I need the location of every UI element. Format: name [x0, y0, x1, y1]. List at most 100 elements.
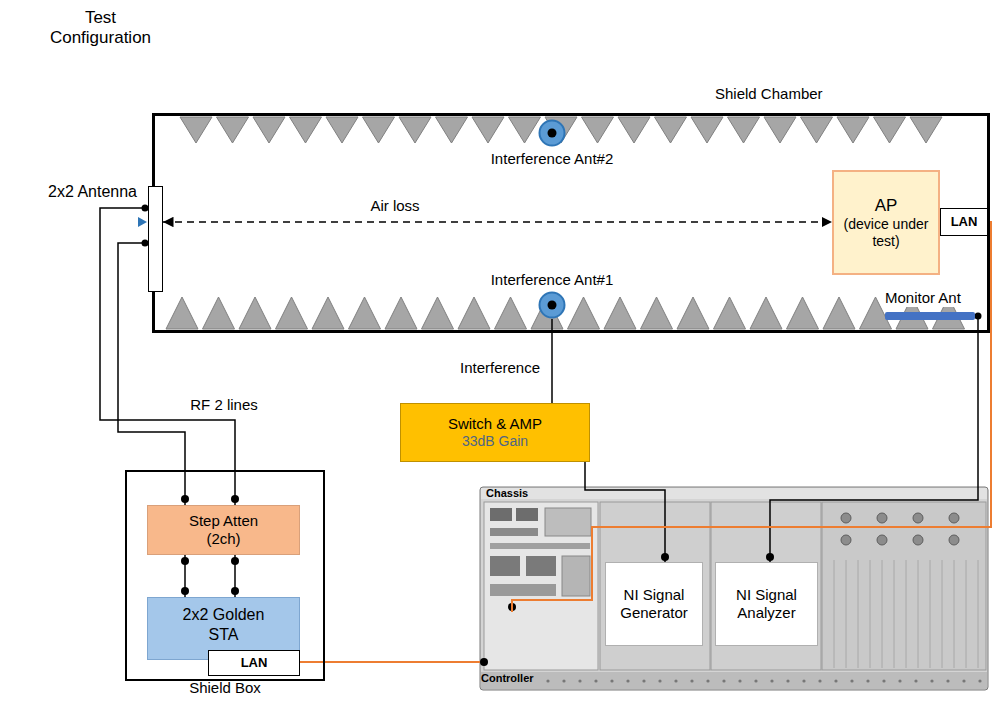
absorber-cone: [604, 297, 636, 329]
slot-line: [906, 560, 907, 668]
vent-dot: [930, 679, 933, 682]
node-label: NI Signal Analyzer: [722, 586, 812, 622]
vent-dot: [850, 679, 853, 682]
connector: [100, 208, 235, 505]
rf-connector: [877, 535, 887, 545]
antenna-feed: [548, 129, 557, 138]
signal-analyzer: NI Signal Analyzer: [715, 562, 818, 646]
vent-dot: [546, 679, 549, 682]
node-label: 2x2 Antenna: [48, 182, 137, 201]
vent-dot: [562, 679, 565, 682]
vent-dot: [770, 679, 773, 682]
node-label: 33dB Gain: [462, 433, 528, 450]
absorber-cone: [385, 297, 417, 329]
absorber-cone: [641, 297, 673, 329]
shield-box: Shield BoxStep Atten (2ch)2x2 Golden STA…: [125, 470, 325, 681]
rf-connector: [877, 513, 887, 523]
vent-dot: [898, 679, 901, 682]
node-label: LAN: [951, 214, 978, 230]
rf-connector: [841, 513, 851, 523]
vent-dot: [626, 679, 629, 682]
connector: [184, 555, 186, 597]
slot-line: [846, 560, 847, 668]
rf-connector: [949, 535, 959, 545]
port: [490, 528, 538, 536]
absorber-cone: [363, 117, 395, 143]
absorber-cone: [677, 297, 709, 329]
antenna-ring: [540, 121, 565, 146]
node-label: Shield Box: [189, 680, 261, 697]
node-label: Monitor Ant: [883, 289, 963, 307]
absorber-cone: [349, 297, 381, 329]
absorber-cone: [714, 297, 746, 329]
node-label: (device under test): [840, 216, 932, 250]
connector: [234, 555, 236, 597]
absorber-cone: [910, 117, 942, 143]
slot-line: [834, 560, 835, 668]
chassis-body: [480, 487, 988, 690]
controller-slot: [484, 502, 598, 670]
node-label: Chassis: [486, 487, 528, 500]
antenna-symbol: [538, 119, 566, 147]
vent-dot: [578, 679, 581, 682]
absorber-cone: [750, 297, 782, 329]
node-label: Shield Chamber: [715, 85, 823, 103]
diagram-title: Test Configuration: [43, 8, 158, 49]
step-attenuator: Step Atten (2ch): [147, 505, 300, 555]
absorber-cone: [823, 297, 855, 329]
pxi-chassis: [480, 487, 988, 690]
connectors: [100, 208, 991, 662]
absorber-cone: [618, 117, 650, 143]
interference-antenna: Interference Ant#2: [538, 119, 566, 147]
absorber-cone: [239, 297, 271, 329]
vent-dot: [706, 679, 709, 682]
connector-label: Interference: [457, 359, 543, 377]
slot-line: [882, 560, 883, 668]
absorber-cone: [253, 117, 285, 143]
absorber-cone: [180, 117, 212, 143]
absorber-cone: [472, 117, 504, 143]
pxi-chassis: ChassisNI Signal GeneratorNI Signal Anal…: [480, 487, 988, 690]
absorber-cone: [203, 297, 235, 329]
chassis-top-rail: [481, 488, 987, 499]
golden-station: 2x2 Golden STALAN: [147, 597, 300, 660]
port: [526, 556, 556, 576]
absorber-cone: [582, 117, 614, 143]
vent-dot: [834, 679, 837, 682]
absorber-cone: [764, 117, 796, 143]
vent-dot: [674, 679, 677, 682]
port: [516, 508, 538, 521]
access-point: AP(device under test)LAN: [832, 170, 940, 275]
vent-dot: [818, 679, 821, 682]
chassis-bottom-rail: [481, 672, 987, 689]
absorber-cone: [801, 117, 833, 143]
node-label: Controller: [481, 672, 534, 685]
absorber-cone: [509, 117, 541, 143]
node-label: 2x2 Golden STA: [169, 605, 279, 643]
rf-connector: [949, 513, 959, 523]
port-panel: [545, 508, 591, 536]
vent-dot: [946, 679, 949, 682]
absorber-cone: [290, 117, 322, 143]
antenna-panel: 2x2 Antenna: [148, 186, 163, 292]
antenna-feed: [548, 301, 557, 310]
switch-amplifier: Switch & AMP33dB Gain: [400, 403, 590, 462]
vent-dot: [610, 679, 613, 682]
slot-line: [966, 560, 967, 668]
vent-dot: [786, 679, 789, 682]
rf-connector: [841, 535, 851, 545]
slot-line: [918, 560, 919, 668]
node-label: Interference Ant#1: [491, 271, 614, 289]
connector-label: Air loss: [367, 197, 422, 215]
vent-dot: [802, 679, 805, 682]
absorber-cone: [166, 297, 198, 329]
connector: [300, 661, 480, 663]
vent-dot: [882, 679, 885, 682]
absorber-cone: [422, 297, 454, 329]
vent-dot: [866, 679, 869, 682]
vent-dot: [658, 679, 661, 682]
shield-chamber: Shield Chamber2x2 AntennaInterference An…: [152, 113, 990, 333]
vent-dot: [594, 679, 597, 682]
